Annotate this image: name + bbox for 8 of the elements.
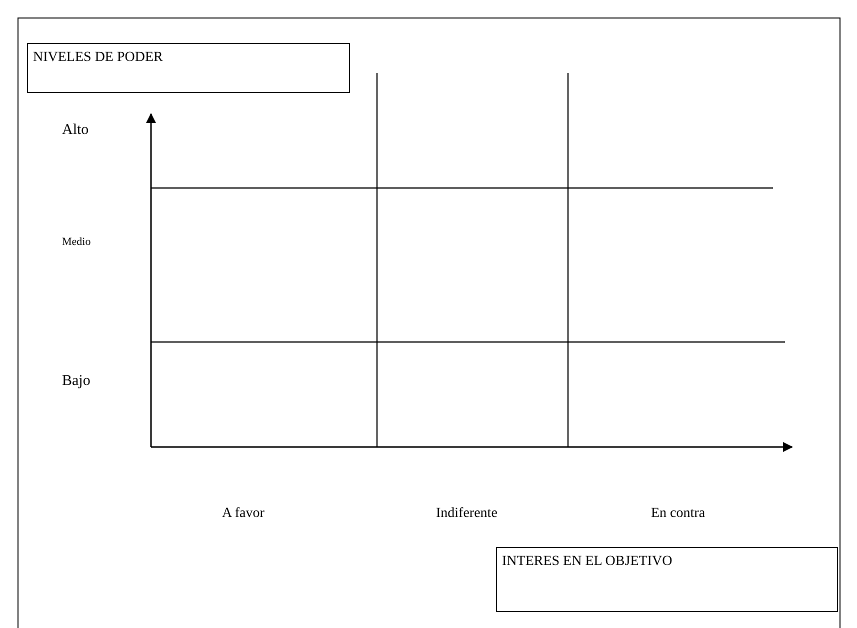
axis-level-label: Alto xyxy=(62,122,89,139)
title-box: INTERES EN EL OBJETIVO xyxy=(496,547,838,612)
axis-category-label: Indiferente xyxy=(436,506,498,522)
axis-category-label: En contra xyxy=(651,506,706,522)
title-box: NIVELES DE PODER xyxy=(27,43,350,93)
axis-category-label: A favor xyxy=(222,506,264,522)
axis-level-label: Bajo xyxy=(62,373,90,390)
axis-level-label: Medio xyxy=(62,236,91,248)
